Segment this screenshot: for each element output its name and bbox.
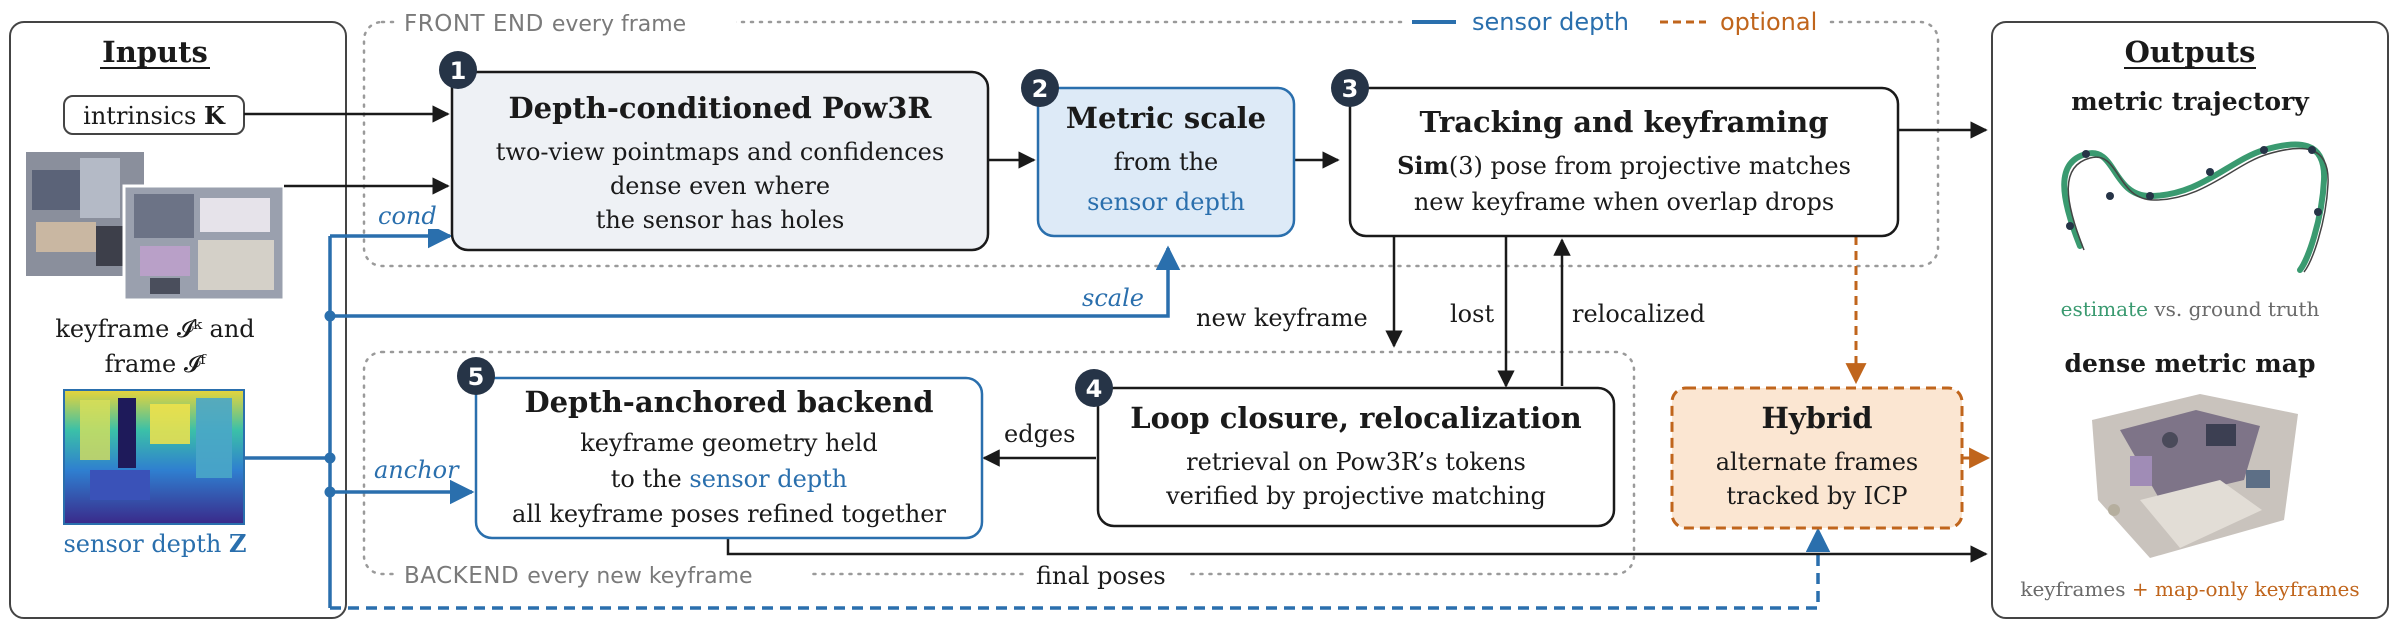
node-loop-closure-title: Loop closure, relocalization <box>1130 401 1581 435</box>
node-hybrid-line: tracked by ICP <box>1726 482 1907 510</box>
pipeline-arrows <box>244 105 1988 563</box>
step-badge-5 <box>457 357 495 395</box>
step-number-3: 3 <box>1342 75 1359 103</box>
sensor-depth-image <box>63 389 245 525</box>
inputs-title: Inputs <box>102 35 208 69</box>
junction-dot <box>324 452 336 464</box>
trajectory-plot <box>2061 141 2329 273</box>
step-number-2: 2 <box>1032 75 1049 103</box>
node-metric-scale-line: sensor depth <box>1087 188 1245 216</box>
node-pow3r-title: Depth-conditioned Pow3R <box>508 91 932 125</box>
step-badge-3 <box>1331 69 1369 107</box>
edge-label-cond: cond <box>378 202 437 230</box>
node-metric-scale <box>1036 86 1296 238</box>
trajectory-title: metric trajectory <box>2071 87 2310 116</box>
step-badge-2 <box>1021 69 1059 107</box>
dense-map-image <box>2092 394 2298 558</box>
edge-label-edges: edges <box>1004 420 1075 448</box>
node-metric-scale-line: from the <box>1114 148 1219 176</box>
outputs-title: Outputs <box>2125 35 2256 69</box>
node-tracking-title: Tracking and keyframing <box>1419 105 1828 139</box>
node-backend-line: to the sensor depth <box>611 465 848 493</box>
node-backend <box>474 376 984 540</box>
final-poses-label-bg <box>1028 560 1188 590</box>
node-loop-closure-line: retrieval on Pow3R’s tokens <box>1186 448 1526 476</box>
node-metric-scale-title: Metric scale <box>1066 101 1266 135</box>
legend-dashed-label: optional <box>1720 8 1817 36</box>
step-badge-1 <box>439 51 477 89</box>
keyframe-text-line2: frame 𝓘ᶠ <box>105 350 207 378</box>
intrinsics-text: intrinsics K <box>83 101 226 130</box>
node-tracking-line: new keyframe when overlap drops <box>1414 188 1834 216</box>
junction-dot <box>324 486 336 498</box>
optional-wiring <box>1845 236 1991 469</box>
edge-label-anchor: anchor <box>374 456 460 484</box>
cond-label-bg <box>372 203 440 229</box>
node-backend-line: all keyframe poses refined together <box>512 500 946 528</box>
node-loop-closure-line: verified by projective matching <box>1165 482 1546 510</box>
backend-label-bg <box>396 560 808 590</box>
node-backend-title: Depth-anchored backend <box>524 385 933 419</box>
node-hybrid-title: Hybrid <box>1761 401 1872 435</box>
edge-label-lost: lost <box>1450 300 1494 328</box>
node-hybrid <box>1670 386 1964 530</box>
legend-solid-label: sensor depth <box>1472 8 1629 36</box>
sensor-depth-wiring <box>244 223 1831 610</box>
front-end-label-bg <box>396 8 736 38</box>
node-hybrid-line: alternate frames <box>1716 448 1919 476</box>
node-pow3r-line: dense even where <box>610 172 830 200</box>
node-loop-closure <box>1096 386 1616 528</box>
rgb-frames-image <box>26 152 286 302</box>
node-pow3r-line: the sensor has holes <box>596 206 845 234</box>
legend-bg <box>1404 6 1826 38</box>
step-number-1: 1 <box>450 57 467 85</box>
step-badge-4 <box>1075 369 1113 407</box>
map-title: dense metric map <box>2065 349 2316 378</box>
map-caption: keyframes + map-only keyframes <box>2020 577 2359 601</box>
sensor-depth-label: sensor depth Z <box>63 529 246 558</box>
keyframe-text-line1: keyframe 𝓘ᵏ and <box>55 315 254 343</box>
junction-dot <box>324 310 336 322</box>
edge-label-scale: scale <box>1082 284 1144 312</box>
step-number-4: 4 <box>1086 375 1103 403</box>
node-tracking-line: Sim(3) pose from projective matches <box>1397 151 1851 180</box>
step-number-5: 5 <box>468 363 485 391</box>
node-tracking <box>1348 86 1900 238</box>
edge-label-new-keyframe: new keyframe <box>1196 304 1368 332</box>
node-pow3r <box>450 70 990 252</box>
edge-label-final-poses: final poses <box>1036 562 1166 590</box>
node-backend-line: keyframe geometry held <box>580 429 878 457</box>
trajectory-caption: estimate vs. ground truth <box>2061 297 2320 321</box>
edge-label-relocalized: relocalized <box>1572 300 1705 328</box>
node-pow3r-line: two-view pointmaps and confidences <box>496 138 944 166</box>
